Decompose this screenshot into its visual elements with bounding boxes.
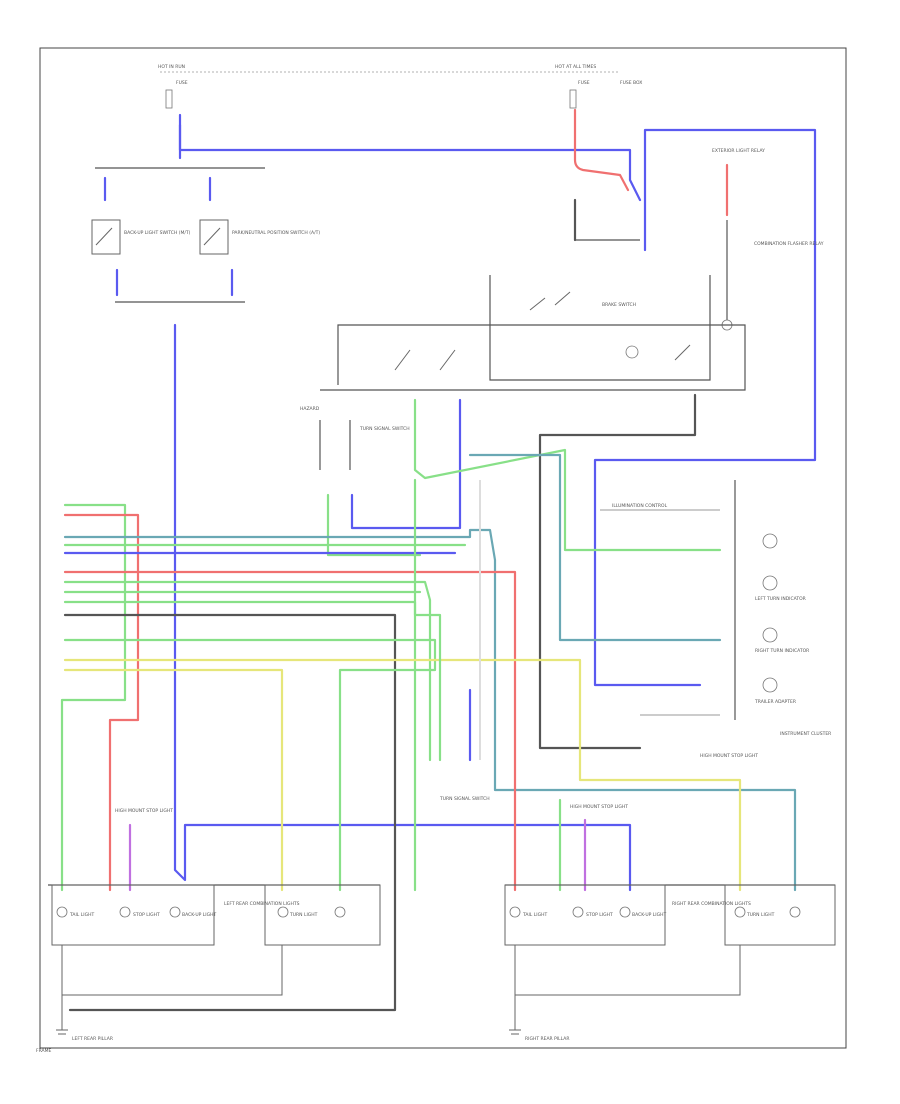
wire-red-fuse [573, 108, 630, 192]
frame-label: FRAME [36, 1048, 51, 1054]
high-mount-label: HIGH MOUNT STOP LIGHT [700, 753, 758, 759]
left-ground-icon [56, 1029, 68, 1035]
left-highmount-label: HIGH MOUNT STOP LIGHT [115, 808, 173, 814]
left-turn-label: TURN LIGHT [289, 912, 318, 918]
flasher-block [489, 275, 711, 381]
wire-blue-backup-main [173, 323, 632, 892]
right-stop-label: STOP LIGHT [586, 912, 613, 918]
left-turn-ind-label: LEFT TURN INDICATOR [755, 596, 806, 602]
park-neutral-contact [203, 227, 221, 246]
flasher-contact-icon [674, 344, 691, 361]
fuse-box-label: FUSE BOX [620, 80, 642, 86]
wire-green-harness-6 [63, 638, 437, 892]
flasher-lamp-icon [625, 345, 639, 359]
exterior-relay-label: EXTERIOR LIGHT RELAY [712, 148, 765, 154]
backup-switch-label: BACK-UP LIGHT SWITCH (M/T) [124, 230, 191, 236]
right-tail-label: TAIL LIGHT [522, 912, 547, 918]
right-turn-label: TURN LIGHT [746, 912, 775, 918]
left-ground-wire [61, 945, 283, 1030]
right-tail-lamp-icon [509, 906, 521, 918]
right-stop-lamp-icon [572, 906, 584, 918]
high-beam-indicator-icon [762, 533, 778, 549]
flasher-label: COMBINATION FLASHER RELAY [754, 241, 824, 247]
wire-blue-right-loop [593, 128, 817, 687]
brake-contacts-icon [529, 291, 571, 311]
wire-teal-turn [468, 453, 722, 642]
right-highmount-label: HIGH MOUNT STOP LIGHT [570, 804, 628, 810]
diagram-frame [39, 47, 847, 1049]
wire-grey-harness [63, 613, 397, 1012]
right-backup-lamp-icon [619, 906, 631, 918]
left-tail-label: TAIL LIGHT [69, 912, 94, 918]
cluster-lamp-icon [762, 677, 778, 693]
wire-blue-fuse-top [178, 113, 642, 202]
fuse-right-label: FUSE [578, 80, 590, 86]
left-rear-box-1 [51, 884, 215, 946]
right-rear-box-2 [724, 884, 836, 946]
right-turn-indicator-icon [762, 627, 778, 643]
wire-yellow-harness [63, 658, 742, 892]
backup-switch-box [91, 219, 121, 255]
illumination-label: ILLUMINATION CONTROL [612, 503, 668, 509]
right-license-lamp-icon [789, 906, 801, 918]
left-rear-lights-label: LEFT REAR COMBINATION LIGHTS [224, 901, 300, 907]
left-ground-label: LEFT REAR PILLAR [72, 1036, 113, 1042]
left-rear-box-2 [264, 884, 381, 946]
backup-switch-contact [95, 227, 113, 246]
right-turn-lamp-icon [734, 906, 746, 918]
right-turn-ind-label: RIGHT TURN INDICATOR [755, 648, 809, 654]
right-backup-label: BACK-UP LIGHT [632, 912, 666, 918]
trailer-label: TRAILER ADAPTER [754, 699, 796, 705]
wire-yellow-harness-2 [63, 668, 284, 892]
turn-signal-housing [320, 324, 746, 391]
park-neutral-label: PARK/NEUTRAL POSITION SWITCH (A/T) [232, 230, 320, 236]
park-neutral-box [199, 219, 229, 255]
hazard-label: HAZARD [300, 406, 320, 412]
wire-green-hazard [326, 493, 422, 557]
left-stop-label: STOP LIGHT [133, 912, 160, 918]
wire-green-vertical [413, 478, 442, 762]
left-turn-lamp-icon [277, 906, 289, 918]
right-ground-icon [509, 1029, 521, 1035]
wire-grey-flasher [538, 393, 697, 750]
wire-green-harness-5 [63, 600, 417, 892]
fuse-left-icon [165, 89, 173, 109]
brake-switch-label: BRAKE SWITCH [602, 302, 636, 308]
wire-teal-harness [63, 528, 797, 892]
hot-run-label: HOT IN RUN [158, 64, 185, 70]
lower-switch-label: TURN SIGNAL SWITCH [439, 796, 490, 802]
wire-red-harness-1 [63, 513, 140, 892]
left-backup-label: BACK-UP LIGHT [182, 912, 216, 918]
turn-signal-label: TURN SIGNAL SWITCH [359, 426, 410, 432]
turn-signal-contacts-icon [394, 349, 456, 371]
hot-all-label: HOT AT ALL TIMES [555, 64, 596, 70]
wire-red-harness-2 [63, 570, 517, 892]
right-rear-box-1 [504, 884, 666, 946]
wire-blue-hazard [350, 398, 462, 530]
fuse-right-icon [569, 89, 577, 109]
left-backup-lamp-icon [169, 906, 181, 918]
wire-green-harness-3 [63, 580, 432, 762]
left-stop-lamp-icon [119, 906, 131, 918]
right-rear-lights-label: RIGHT REAR COMBINATION LIGHTS [672, 901, 751, 907]
left-tail-lamp-icon [56, 906, 68, 918]
fuse-left-label: FUSE [176, 80, 188, 86]
left-turn-indicator-icon [762, 575, 778, 591]
instrument-label: INSTRUMENT CLUSTER [780, 731, 831, 737]
right-ground-label: RIGHT REAR PILLAR [525, 1036, 569, 1042]
wire-green-turn [413, 398, 722, 552]
wire-green-harness-1 [60, 503, 127, 892]
left-license-lamp-icon [334, 906, 346, 918]
hazard-switch-body [319, 420, 351, 470]
right-ground-wire [514, 945, 741, 1030]
